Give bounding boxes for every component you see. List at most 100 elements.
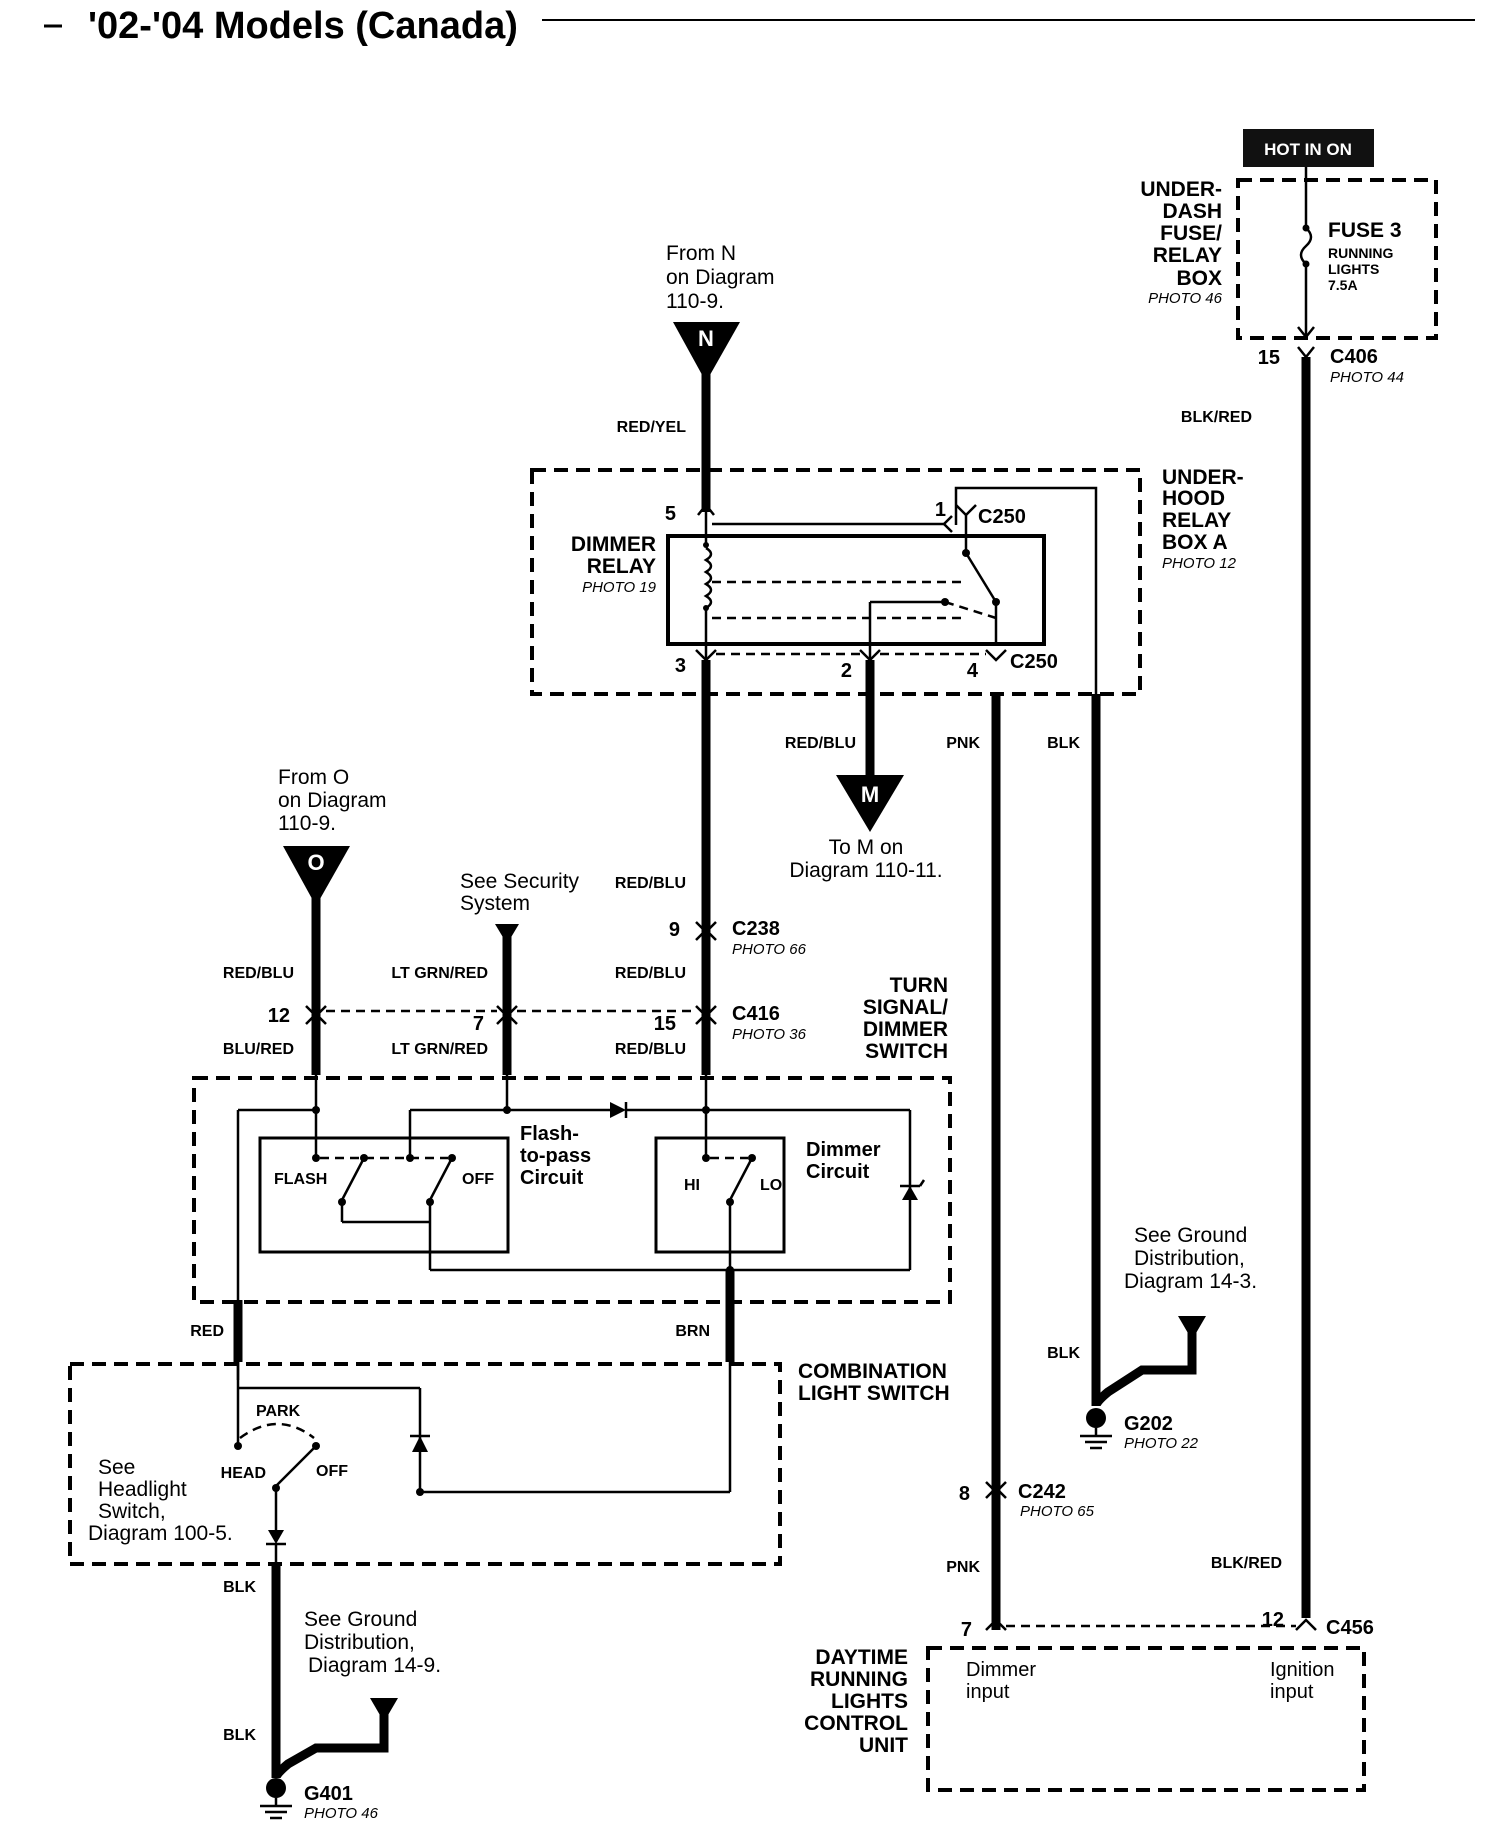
svg-text:RELAY: RELAY: [1162, 509, 1231, 532]
svg-text:See Ground: See Ground: [1134, 1224, 1247, 1247]
svg-text:Circuit: Circuit: [520, 1167, 584, 1189]
svg-text:From O: From O: [278, 766, 349, 789]
drl-control-unit-box: [926, 1646, 1366, 1792]
g202-ground-icon: [1080, 1408, 1112, 1450]
to-m-letter: M: [861, 782, 879, 807]
combo-switch-internals: [234, 1362, 730, 1570]
svg-text:See: See: [98, 1456, 135, 1479]
svg-text:Diagram 100-5.: Diagram 100-5.: [88, 1522, 233, 1545]
svg-text:Distribution,: Distribution,: [1134, 1247, 1245, 1270]
flash-to-pass-box: [258, 1136, 510, 1254]
pin-1: 1: [935, 499, 946, 521]
svg-text:See Security: See Security: [460, 870, 580, 893]
svg-text:System: System: [460, 892, 530, 915]
svg-text:Diagram 14-9.: Diagram 14-9.: [308, 1654, 441, 1677]
blk-label-g202: BLK: [1047, 1345, 1080, 1362]
fuse-3-label: FUSE 3 RUNNING LIGHTS 7.5A: [1328, 219, 1402, 293]
turn-signal-dimmer-switch-box: [192, 1076, 952, 1304]
pin-2: 2: [841, 660, 852, 682]
svg-text:From N: From N: [666, 242, 736, 265]
from-n-letter: N: [698, 326, 714, 351]
c238-pin: 9: [669, 919, 680, 941]
blk-label-2: BLK: [223, 1727, 256, 1744]
relay-coil-icon: [703, 525, 713, 660]
blk-red-label-bottom: BLK/RED: [1211, 1555, 1282, 1572]
combo-off-label: OFF: [316, 1463, 348, 1480]
c242-connector: [985, 1481, 1007, 1499]
lt-grn-red-label-1: LT GRN/RED: [391, 965, 488, 982]
blk-label-1: BLK: [223, 1579, 256, 1596]
svg-text:Distribution,: Distribution,: [304, 1631, 415, 1654]
pnk-label-top: PNK: [946, 735, 980, 752]
g401-triangle: [370, 1698, 398, 1722]
svg-text:Switch,: Switch,: [98, 1500, 166, 1523]
brn-label: BRN: [675, 1323, 710, 1340]
from-o-letter: O: [307, 850, 324, 875]
blk-red-label-top: BLK/RED: [1181, 409, 1252, 426]
dimmer-input-label: Dimmer input: [966, 1659, 1036, 1703]
from-n-note: From N on Diagram 110-9.: [666, 242, 775, 313]
g401-label: G401: [304, 1783, 353, 1805]
red-blu-m-label: RED/BLU: [785, 735, 856, 752]
svg-text:PHOTO 12: PHOTO 12: [1162, 555, 1237, 572]
ground-g401-note: See Ground Distribution, Diagram 14-9.: [304, 1608, 441, 1677]
svg-text:Diagram 14-3.: Diagram 14-3.: [1124, 1270, 1257, 1293]
see-security-note: See Security System: [460, 870, 580, 915]
g202-label: G202: [1124, 1413, 1173, 1435]
svg-text:PHOTO 19: PHOTO 19: [582, 579, 657, 596]
underhood-relay-box-label: UNDER- HOOD RELAY BOX A PHOTO 12: [1162, 466, 1244, 572]
red-blu-left-label: RED/BLU: [223, 965, 294, 982]
g202-jog: [1091, 1330, 1197, 1407]
svg-text:input: input: [1270, 1681, 1314, 1703]
see-headlight-note: See Headlight Switch, Diagram 100-5.: [88, 1456, 233, 1545]
svg-text:BOX: BOX: [1176, 267, 1222, 290]
dimmer-relay-label: DIMMER RELAY PHOTO 19: [571, 533, 657, 596]
svg-text:Diagram 110-11.: Diagram 110-11.: [789, 859, 942, 882]
svg-text:Ignition: Ignition: [1270, 1659, 1335, 1681]
fuse-3-symbol: [1297, 167, 1315, 340]
ground-g202-note: See Ground Distribution, Diagram 14-3.: [1124, 1224, 1257, 1293]
svg-text:To M on: To M on: [829, 836, 904, 859]
svg-text:UNIT: UNIT: [859, 1734, 908, 1757]
svg-text:SIGNAL/: SIGNAL/: [863, 996, 948, 1019]
red-label: RED: [190, 1323, 224, 1340]
underhood-relay-box: [530, 468, 1142, 696]
svg-text:RUNNING: RUNNING: [810, 1668, 908, 1691]
red-blu-label-2: RED/BLU: [615, 965, 686, 982]
svg-text:RUNNING: RUNNING: [1328, 245, 1393, 261]
to-m-triangle: [836, 775, 904, 832]
svg-text:to-pass: to-pass: [520, 1145, 591, 1167]
c416-label: C416: [732, 1003, 780, 1025]
flash-off-label: OFF: [462, 1171, 494, 1188]
drl-control-unit-label: DAYTIME RUNNING LIGHTS CONTROL UNIT: [804, 1646, 908, 1757]
svg-text:TURN: TURN: [890, 974, 948, 997]
lo-label: LO: [760, 1177, 782, 1194]
from-n-triangle: [673, 322, 740, 382]
svg-text:RELAY: RELAY: [1153, 244, 1222, 267]
combination-light-switch-box: [68, 1362, 782, 1566]
pin-7-c416: 7: [473, 1013, 484, 1035]
g401-ground-icon: [260, 1778, 292, 1820]
svg-text:on Diagram: on Diagram: [666, 266, 775, 289]
svg-text:FUSE/: FUSE/: [1160, 222, 1222, 245]
c406-photo: PHOTO 44: [1330, 369, 1404, 386]
red-blu-label-3: RED/BLU: [615, 1041, 686, 1058]
svg-text:RELAY: RELAY: [587, 555, 656, 578]
svg-text:Dimmer: Dimmer: [806, 1139, 881, 1161]
pnk-label-bottom: PNK: [946, 1559, 980, 1576]
c242-photo: PHOTO 65: [1020, 1503, 1095, 1520]
svg-text:Headlight: Headlight: [98, 1478, 187, 1501]
pin-12-c456: 12: [1262, 1609, 1284, 1631]
pin-4: 4: [967, 660, 979, 682]
c242-pin: 8: [959, 1483, 970, 1505]
switch-internal-wiring: [236, 1075, 912, 1380]
svg-text:DIMMER: DIMMER: [863, 1018, 948, 1041]
svg-text:HOOD: HOOD: [1162, 487, 1225, 510]
underdash-fuse-box: [1236, 178, 1438, 340]
ignition-input-label: Ignition input: [1270, 1659, 1335, 1703]
svg-text:DAYTIME: DAYTIME: [815, 1646, 908, 1669]
svg-text:LIGHT SWITCH: LIGHT SWITCH: [798, 1382, 950, 1405]
pin-15-c416: 15: [654, 1013, 676, 1035]
combination-light-switch-label: COMBINATION LIGHT SWITCH: [798, 1360, 950, 1405]
